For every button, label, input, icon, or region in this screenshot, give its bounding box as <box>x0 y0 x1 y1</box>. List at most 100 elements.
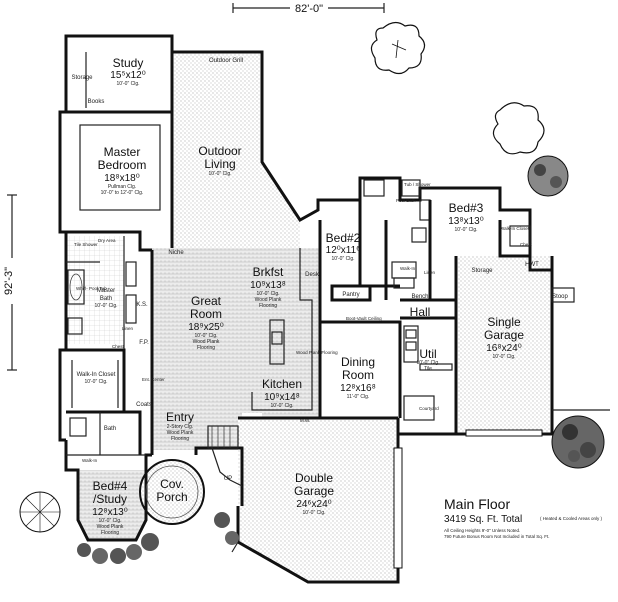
dining-name-line1: Dining <box>341 355 375 369</box>
books-label: Books <box>88 99 105 105</box>
outdoor-note: 10'-0" Clg. <box>208 171 231 177</box>
great-name-line1: Great <box>191 294 222 308</box>
single-note: 10'-0" Clg. <box>492 354 515 360</box>
master-bath-clg: 10'-0" Clg. <box>94 303 117 309</box>
linen-label: Linen <box>122 326 134 331</box>
dining-note: 11'-0" Clg. <box>347 394 370 400</box>
covered-porch <box>139 459 205 525</box>
bed4-walkin-label: Walk-In <box>82 458 98 463</box>
tile-shower-label: Tile Shower <box>74 242 98 247</box>
single-name-line2: Garage <box>484 328 524 342</box>
master-dim: 18⁸x18⁰ <box>104 173 139 184</box>
tub-shower-label: Tub / Shower <box>404 182 431 187</box>
title-sqft-note: ( Heated & Cooled Areas only ) <box>540 516 603 521</box>
desk-label: Desk <box>305 272 320 278</box>
bed4-dim: 12⁸x13⁰ <box>92 507 127 518</box>
brkfst-note-3: Flooring <box>259 303 277 309</box>
walkin-closet-clg: 10'-0" Clg. <box>84 379 107 385</box>
coats-label: Coats <box>136 402 152 408</box>
single-garage-floor <box>456 256 552 434</box>
shrub-east-icon <box>527 155 569 197</box>
study-note: 10'-0" Clg. <box>116 81 139 87</box>
width-dimension: 82'-0" <box>232 1 385 15</box>
kitchen-note: 10'-0" Clg. <box>270 403 293 409</box>
great-note-3: Flooring <box>197 345 215 351</box>
title-note-2: 790 Future Bonus Room Not Included in To… <box>444 534 549 539</box>
courtyard-label: Courtyard <box>419 406 439 411</box>
brkfst-name: Brkfst <box>253 265 284 279</box>
dry-area-label: Dry Area <box>98 238 116 243</box>
entry-floor <box>152 400 242 450</box>
ks-label: K.S. <box>136 302 148 308</box>
width-label: 82'-0" <box>295 3 323 15</box>
bed4-name-line2: /Study <box>93 492 127 506</box>
chest-label: Chest <box>112 344 125 349</box>
garage-corner <box>231 541 239 553</box>
depth-label: 92'-3" <box>3 267 15 295</box>
walkin-closet-2-label: Walk-In Closet <box>500 226 530 231</box>
hall-label: Hall <box>410 305 431 319</box>
study-dim: 15⁵x12⁰ <box>110 70 145 81</box>
bed4-note-2: Wood Plank <box>97 524 124 530</box>
stoop-label: Stoop <box>552 294 568 300</box>
great-note-1: 10'-0" Clg. <box>194 333 217 339</box>
kitchen-dim: 10⁹x14⁸ <box>264 392 300 403</box>
double-garage-floor <box>238 418 398 582</box>
master-name-line1: Master <box>104 145 141 159</box>
porch-floor <box>140 460 204 524</box>
entry-note-2: Wood Plank <box>167 430 194 436</box>
walkin-closet-label: Walk-In Closet <box>77 372 116 378</box>
pool-bath-label: Pool Bath <box>396 198 416 203</box>
whirlpool-label: Whirl- Pool Tub <box>76 286 107 291</box>
wood-plank-label: Wood Plank Flooring <box>296 350 338 355</box>
ent-center-label: Ent. Center <box>142 377 165 382</box>
outdoor-name-line1: Outdoor <box>198 144 241 158</box>
niche-label: Niche <box>168 250 184 256</box>
garage-storage-label: Storage <box>471 268 493 274</box>
dining-name-line2: Room <box>342 368 374 382</box>
storage-label: Storage <box>71 75 93 81</box>
bed3-dim: 13⁸x13⁰ <box>448 216 483 227</box>
outdoor-living-floor <box>172 52 300 248</box>
walkin-short-label: Walk-In <box>400 266 416 271</box>
great-note-2: Wood Plank <box>193 339 220 345</box>
hwt-label: HWT <box>525 262 539 268</box>
brkfst-dim: 10⁹x13⁸ <box>250 280 286 291</box>
chest-2-label: Chest <box>520 242 533 247</box>
tree-east-icon <box>492 102 545 155</box>
title-note-1: All Ceiling Heights 9'-0" Unless Noted. <box>444 528 520 533</box>
master-bath-floor <box>66 236 124 344</box>
shrub-row-icon <box>77 512 239 564</box>
title-sqft: 3419 Sq. Ft. Total <box>444 514 522 525</box>
double-note: 10'-0" Clg. <box>302 510 325 516</box>
pantry-label: Pantry <box>342 292 359 298</box>
util-note-1: 10'-0" Clg. <box>416 360 439 366</box>
bed4-note-1: 10'-0" Clg. <box>98 518 121 524</box>
title-heading: Main Floor <box>444 496 510 512</box>
entry-name: Entry <box>166 410 194 424</box>
shrub-west-icon <box>19 491 61 533</box>
entry-note-1: 2-Story Clg. <box>167 424 193 430</box>
bench-label: Bench <box>411 294 428 300</box>
bed4-name-line1: Bed#4 <box>93 479 128 493</box>
bed4-bath-label: Bath <box>104 426 116 432</box>
bed4-floor <box>78 470 146 540</box>
fp-label: F.P. <box>139 340 149 346</box>
single-name-line1: Single <box>487 315 521 329</box>
master-name-line2: Bedroom <box>98 158 147 172</box>
mw-label: M.W. <box>300 418 310 423</box>
master-bath-line2: Bath <box>100 296 112 302</box>
kitchen-name: Kitchen <box>262 377 302 391</box>
study-name: Study <box>113 56 144 70</box>
great-dim: 18⁹x25⁰ <box>188 322 224 333</box>
util-name: Util <box>419 347 436 361</box>
interior-walls <box>66 52 531 487</box>
linen-2-label: Linen <box>424 270 436 275</box>
single-garage-door <box>465 429 543 437</box>
double-garage-door <box>393 447 403 569</box>
double-name-line2: Garage <box>294 484 334 498</box>
porch-name-line1: Cov. <box>160 477 184 491</box>
bed2-name: Bed#2 <box>326 231 361 245</box>
depth-dimension: 92'-3" <box>3 194 20 371</box>
